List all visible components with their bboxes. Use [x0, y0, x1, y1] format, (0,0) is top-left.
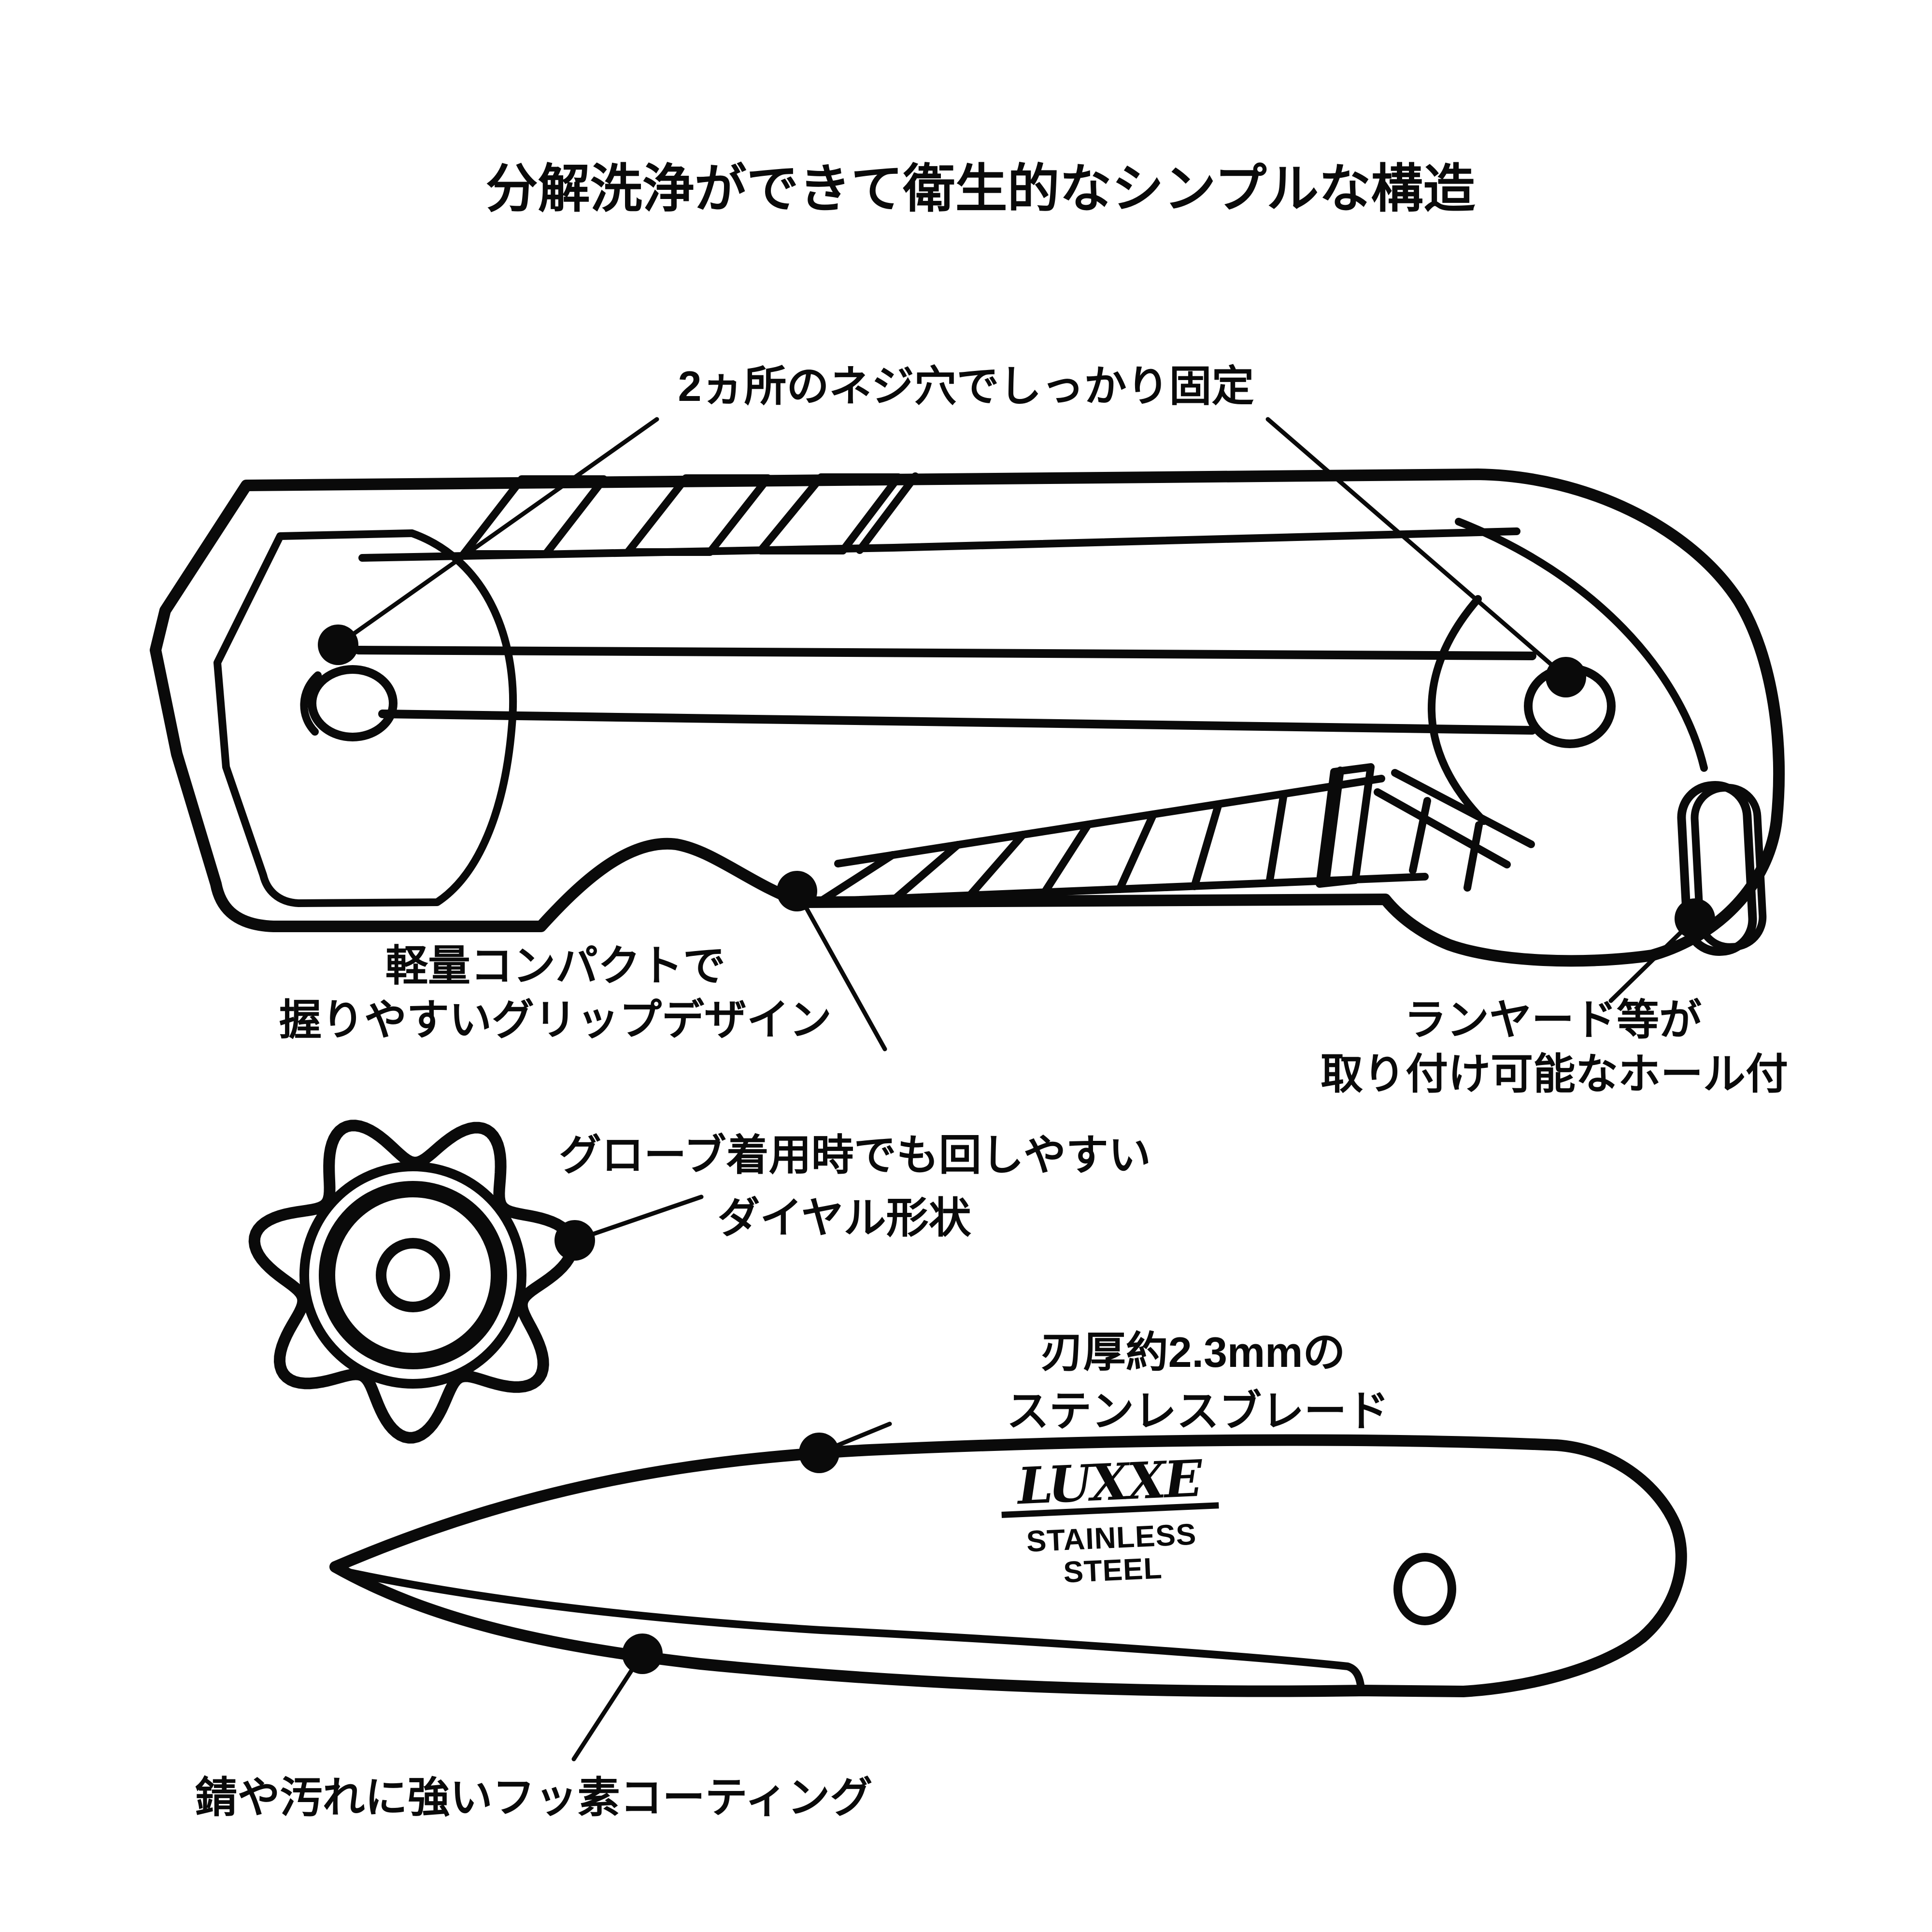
leader-screw-right: [1265, 417, 1568, 680]
screw-hole-left-double-line: [300, 671, 322, 736]
right-boss-arc: [1428, 595, 1488, 825]
lower-jimping-grooves: [817, 790, 1288, 905]
post-tab-strip: [1374, 788, 1511, 868]
steel-text-line2: STEEL: [1063, 1551, 1163, 1589]
post-tab-strip: [1391, 769, 1535, 848]
dial-inner-ring: [319, 1181, 507, 1369]
screw-hole-left: [308, 665, 398, 741]
label-blade-line1: 刃厚約2.3mmの: [1041, 1328, 1346, 1376]
steel-text-line1: STAINLESS: [1026, 1518, 1197, 1558]
callout-dot-lanyard: [1675, 898, 1715, 939]
leader-coating: [571, 1651, 645, 1762]
callout-dots: [318, 625, 1715, 1674]
label-blade-line2: ステンレスブレード: [1007, 1387, 1389, 1435]
leader-screw-left: [336, 417, 659, 647]
label-screw-holes: 2ヵ所のネジ穴でしっかり固定: [678, 362, 1254, 410]
blade-bevel-line: [337, 1567, 1365, 1692]
post-tab-groove: [1463, 821, 1483, 892]
text-labels: 分解洗浄ができて衛生的なシンプルな構造 2ヵ所のネジ穴でしっかり固定 軽量コンパ…: [195, 159, 1788, 1821]
callout-dot-screw-right: [1546, 657, 1586, 697]
callout-dot-grip: [777, 871, 817, 911]
callout-dot-screw-left: [318, 625, 358, 665]
leader-grip: [795, 889, 887, 1051]
page-title: 分解洗浄ができて衛生的なシンプルな構造: [486, 159, 1476, 218]
slot-top-edge: [354, 646, 1536, 660]
blade-marking: LUXXE STAINLESS STEEL: [1001, 1449, 1219, 1589]
callout-dot-blade: [799, 1433, 839, 1473]
label-dial-line1: グローブ着用時でも回しやすい: [559, 1131, 1151, 1179]
label-lanyard-line2: 取り付け可能なホール付: [1321, 1050, 1788, 1098]
label-lanyard-line1: ランヤード等が: [1404, 996, 1702, 1044]
dial-outer-ring: [299, 1162, 526, 1389]
slot-bottom-edge: [378, 710, 1536, 735]
post-tab-groove: [1409, 797, 1431, 874]
handle-outline: [150, 469, 1785, 967]
top-jimping-step: [856, 472, 919, 554]
lower-strip-top: [834, 775, 1385, 867]
head-inner-contour: [1455, 518, 1708, 772]
top-jimping-notch: [460, 475, 608, 558]
handle-tab-inner-line: [1322, 767, 1344, 885]
top-jimping-notch: [757, 473, 902, 554]
blade-outline: [329, 1434, 1687, 1697]
top-jimping-notch: [624, 474, 772, 556]
callout-dot-dial: [554, 1220, 595, 1261]
callout-dot-coating: [622, 1634, 663, 1674]
pommel-inner-outline: [213, 529, 517, 907]
brand-underline: [1001, 1502, 1219, 1518]
dial-illustration: [248, 1120, 579, 1444]
lanyard-slot: [1677, 781, 1767, 956]
blade-pivot-hole: [1393, 1553, 1456, 1625]
blade-illustration: LUXXE STAINLESS STEEL: [329, 1434, 1687, 1697]
dial-center-hole: [376, 1238, 450, 1312]
label-grip-line2: 握りやすいグリップデザイン: [279, 996, 832, 1044]
leader-lines: [336, 417, 1697, 1762]
label-coating: 錆や汚れに強いフッ素コーティング: [195, 1774, 873, 1821]
label-dial-line2: ダイヤル形状: [717, 1194, 971, 1242]
leader-dial: [572, 1194, 704, 1243]
handle-illustration: [150, 469, 1785, 967]
handle-tab: [1316, 763, 1375, 888]
label-grip-line1: 軽量コンパクトで: [385, 942, 725, 990]
